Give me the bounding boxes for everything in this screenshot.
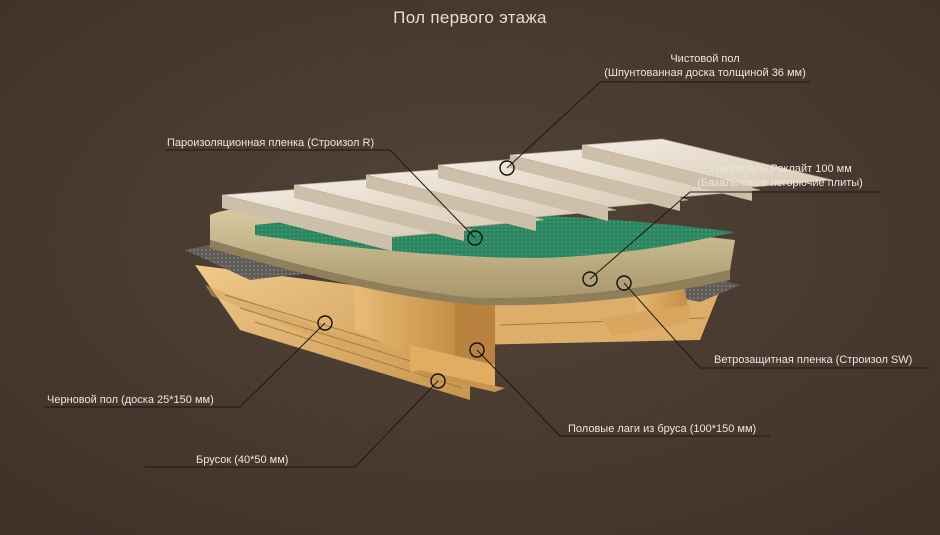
label-subfloor: Черновой пол (доска 25*150 мм) [47, 393, 214, 407]
finish-board-edge [438, 165, 608, 221]
marker-finish-floor [499, 160, 515, 176]
finish-board-edge [582, 145, 752, 201]
markers [317, 160, 632, 389]
finish-board-edge [510, 155, 680, 211]
label-batten: Брусок (40*50 мм) [196, 453, 288, 467]
label-subfloor-line1: Черновой пол (доска 25*150 мм) [47, 394, 214, 406]
page-title: Пол первого этажа [393, 8, 547, 27]
leader-joists [476, 349, 770, 437]
label-vapor-barrier: Пароизоляционная пленка (Строизол R) [167, 136, 374, 150]
leader-vapor-barrier [165, 149, 476, 239]
label-finish-floor-line2: (Шпунтованная доска толщиной 36 мм) [604, 67, 806, 79]
marker-subfloor [317, 315, 333, 331]
label-insulation-line2: (Базальтовые негорючие плиты) [697, 177, 863, 189]
finish-board-edge [294, 185, 464, 241]
label-wind-barrier-line1: Ветрозащитная пленка (Строизол SW) [714, 354, 913, 366]
label-joists-line1: Половые лаги из бруса (100*150 мм) [568, 423, 757, 435]
finish-floor-layer [221, 138, 833, 251]
label-insulation-line1: Утеплитель Роклайт 100 мм [708, 163, 852, 175]
marker-wind-barrier [616, 275, 632, 291]
finish-board-edge [222, 195, 392, 251]
leader-lines [45, 81, 930, 468]
label-insulation: Утеплитель Роклайт 100 мм (Базальтовые н… [675, 162, 885, 190]
marker-vapor-barrier [467, 230, 483, 246]
leader-finish-floor [506, 81, 810, 169]
label-wind-barrier: Ветрозащитная пленка (Строизол SW) [714, 353, 912, 367]
label-finish-floor: Чистовой пол (Шпунтованная доска толщино… [585, 52, 825, 80]
leader-subfloor [45, 322, 326, 408]
label-finish-floor-line1: Чистовой пол [670, 53, 740, 65]
leader-batten [145, 380, 439, 468]
leader-insulation [589, 191, 880, 280]
finish-board-edge [366, 175, 536, 231]
label-joists: Половые лаги из бруса (100*150 мм) [568, 422, 756, 436]
marker-insulation [582, 271, 598, 287]
label-batten-line1: Брусок (40*50 мм) [196, 454, 289, 466]
marker-joists [469, 342, 485, 358]
marker-batten [430, 373, 446, 389]
label-vapor-barrier-line1: Пароизоляционная пленка (Строизол R) [167, 137, 375, 149]
leader-wind-barrier [623, 282, 930, 369]
